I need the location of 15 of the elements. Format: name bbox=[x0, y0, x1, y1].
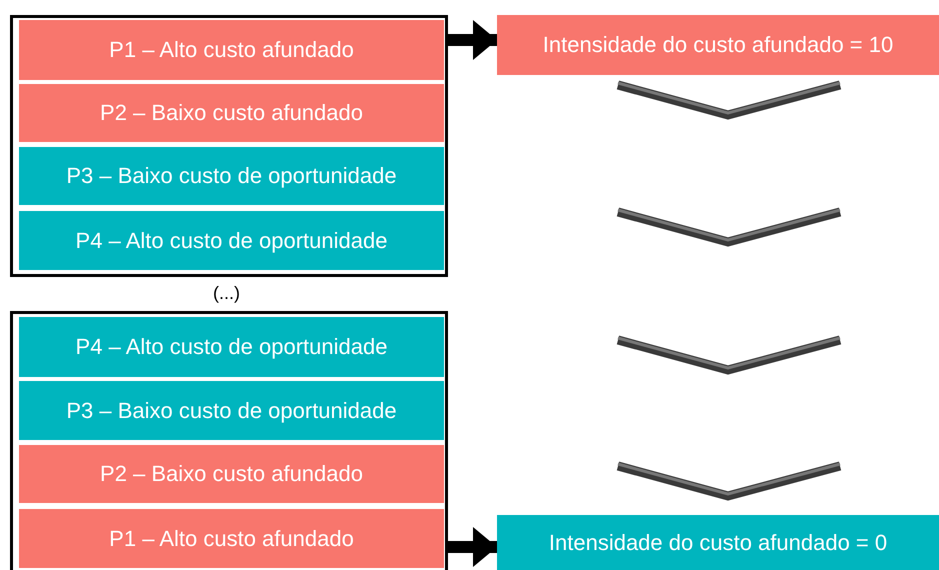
arrow bbox=[448, 527, 497, 567]
scenario-box: P1 – Alto custo afundado bbox=[19, 20, 444, 80]
ellipsis-note: (...) bbox=[213, 283, 240, 304]
result-box: Intensidade do custo afundado = 0 bbox=[497, 515, 939, 570]
arrow bbox=[448, 20, 497, 60]
result-box: Intensidade do custo afundado = 10 bbox=[497, 15, 939, 75]
scenario-box: P2 – Baixo custo afundado bbox=[19, 84, 444, 142]
group-frame bbox=[10, 311, 448, 570]
scenario-box: P1 – Alto custo afundado bbox=[19, 509, 444, 568]
group-frame bbox=[10, 15, 448, 277]
scenario-box: P4 – Alto custo de oportunidade bbox=[19, 317, 444, 377]
scenario-box: P4 – Alto custo de oportunidade bbox=[19, 211, 444, 270]
scenario-box: P3 – Baixo custo de oportunidade bbox=[19, 147, 444, 205]
scenario-box: P2 – Baixo custo afundado bbox=[19, 445, 444, 503]
scenario-box: P3 – Baixo custo de oportunidade bbox=[19, 381, 444, 440]
